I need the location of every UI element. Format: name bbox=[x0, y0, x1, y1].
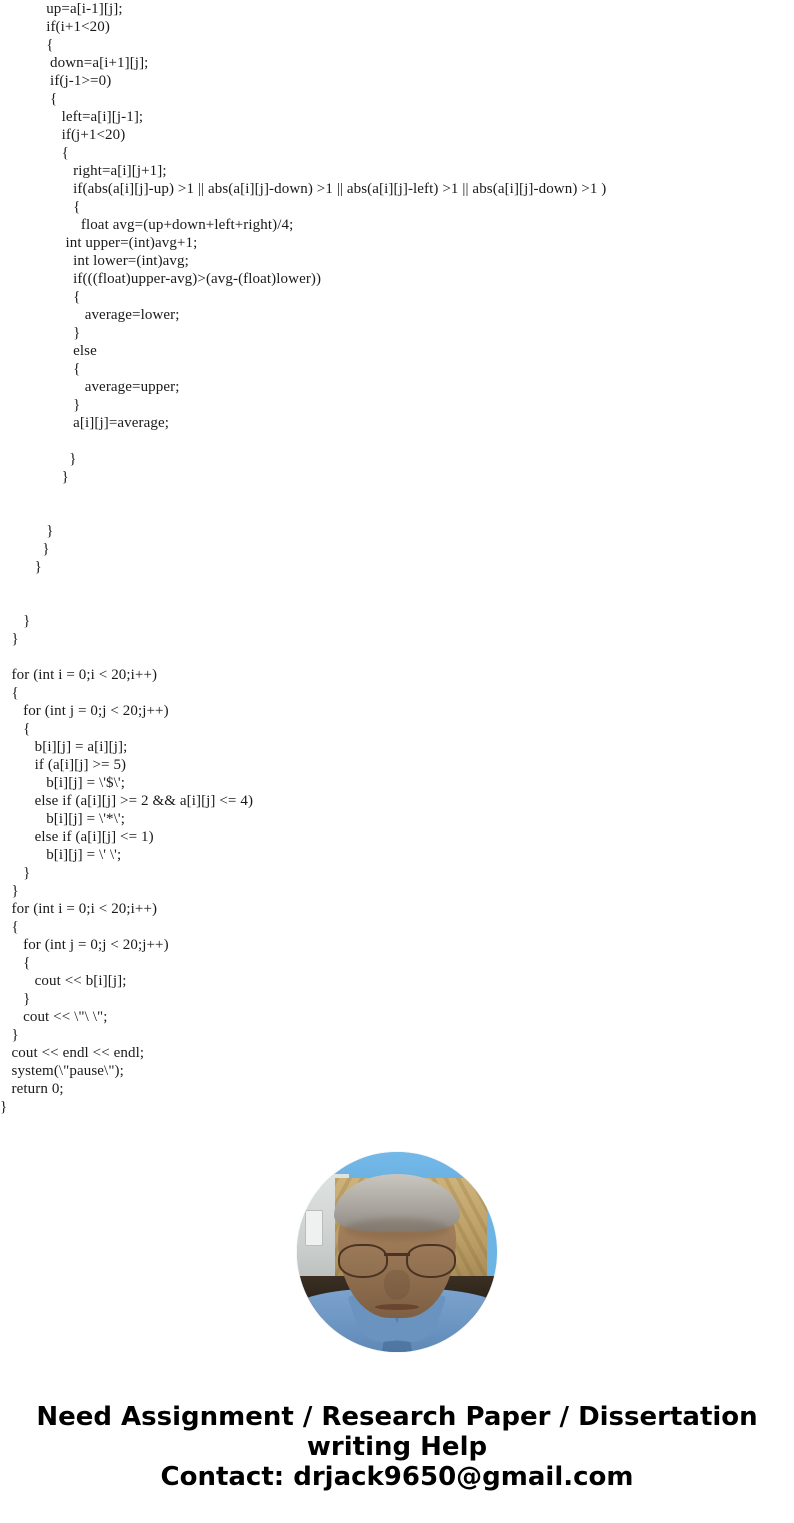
code-line: b[i][j] = a[i][j]; bbox=[0, 739, 128, 755]
avatar-lens-left bbox=[338, 1244, 388, 1278]
code-line: { bbox=[0, 91, 58, 107]
glasses-icon bbox=[336, 1244, 458, 1278]
code-line: up=a[i-1][j]; bbox=[0, 1, 123, 17]
code-line: b[i][j] = \'$\'; bbox=[0, 775, 125, 791]
code-line: if(j-1>=0) bbox=[0, 73, 112, 89]
avatar-block bbox=[0, 1152, 794, 1352]
code-line: left=a[i][j-1]; bbox=[0, 109, 144, 125]
code-line: { bbox=[0, 685, 19, 701]
code-line: b[i][j] = \' \'; bbox=[0, 847, 122, 863]
code-line: { bbox=[0, 361, 81, 377]
avatar-glasses-bridge bbox=[384, 1253, 410, 1256]
code-line: } bbox=[0, 451, 77, 467]
code-line: for (int i = 0;i < 20;i++) bbox=[0, 667, 158, 683]
avatar-background-switch bbox=[305, 1210, 323, 1246]
code-line: { bbox=[0, 37, 54, 53]
code-line: if(((float)upper-avg)>(avg-(float)lower)… bbox=[0, 271, 322, 287]
code-line: for (int j = 0;j < 20;j++) bbox=[0, 703, 169, 719]
code-line: if(j+1<20) bbox=[0, 127, 126, 143]
code-line: } bbox=[0, 325, 81, 341]
avatar-forehead-shading bbox=[345, 1218, 449, 1240]
code-line bbox=[0, 648, 794, 666]
code-line: for (int j = 0;j < 20;j++) bbox=[0, 937, 169, 953]
code-line: cout << b[i][j]; bbox=[0, 973, 127, 989]
code-line bbox=[0, 432, 794, 450]
code-line: { bbox=[0, 145, 69, 161]
code-line: } bbox=[0, 541, 50, 557]
footer-headline-line-1: Need Assignment / Research Paper / Disse… bbox=[36, 1402, 758, 1432]
code-line: if(abs(a[i][j]-up) >1 || abs(a[i][j]-dow… bbox=[0, 181, 607, 197]
code-line: int upper=(int)avg+1; bbox=[0, 235, 198, 251]
footer: Need Assignment / Research Paper / Disse… bbox=[0, 1402, 794, 1492]
code-line: average=upper; bbox=[0, 379, 180, 395]
code-line: } bbox=[0, 1099, 8, 1115]
code-line: } bbox=[0, 469, 69, 485]
avatar-nose bbox=[384, 1270, 410, 1300]
code-line bbox=[0, 576, 794, 594]
code-line: } bbox=[0, 865, 31, 881]
code-line bbox=[0, 486, 794, 504]
footer-contact-line: Contact: drjack9650@gmail.com bbox=[160, 1462, 634, 1492]
code-line: } bbox=[0, 991, 31, 1007]
footer-headline-line-2: writing Help bbox=[306, 1432, 488, 1462]
avatar-mouth bbox=[375, 1304, 419, 1310]
avatar bbox=[297, 1152, 497, 1352]
code-line: else bbox=[0, 343, 97, 359]
code-line: for (int i = 0;i < 20;i++) bbox=[0, 901, 158, 917]
code-line: } bbox=[0, 559, 42, 575]
code-line: float avg=(up+down+left+right)/4; bbox=[0, 217, 294, 233]
code-line: } bbox=[0, 613, 31, 629]
code-line: if(i+1<20) bbox=[0, 19, 110, 35]
code-line: } bbox=[0, 631, 19, 647]
avatar-hair bbox=[334, 1174, 460, 1232]
code-line: } bbox=[0, 397, 81, 413]
code-line: } bbox=[0, 523, 54, 539]
code-line: { bbox=[0, 289, 81, 305]
code-line: cout << \"\ \"; bbox=[0, 1009, 108, 1025]
code-line: right=a[i][j+1]; bbox=[0, 163, 167, 179]
code-listing: up=a[i-1][j]; if(i+1<20) { down=a[i+1][j… bbox=[0, 1, 794, 1115]
code-line: average=lower; bbox=[0, 307, 180, 323]
code-line: else if (a[i][j] >= 2 && a[i][j] <= 4) bbox=[0, 793, 254, 809]
avatar-lens-right bbox=[406, 1244, 456, 1278]
code-line: { bbox=[0, 199, 81, 215]
code-line: if (a[i][j] >= 5) bbox=[0, 757, 127, 773]
code-line: else if (a[i][j] <= 1) bbox=[0, 829, 154, 845]
code-line: cout << endl << endl; bbox=[0, 1045, 145, 1061]
code-line: a[i][j]=average; bbox=[0, 415, 169, 431]
code-line: } bbox=[0, 1027, 19, 1043]
code-line: { bbox=[0, 955, 31, 971]
code-line: { bbox=[0, 919, 19, 935]
code-line: down=a[i+1][j]; bbox=[0, 55, 149, 71]
code-line: system(\"pause\"); bbox=[0, 1063, 124, 1079]
code-line: int lower=(int)avg; bbox=[0, 253, 189, 269]
code-line bbox=[0, 594, 794, 612]
code-line: return 0; bbox=[0, 1081, 64, 1097]
code-line: b[i][j] = \'*\'; bbox=[0, 811, 125, 827]
code-line bbox=[0, 504, 794, 522]
code-line: { bbox=[0, 721, 31, 737]
code-line: } bbox=[0, 883, 19, 899]
